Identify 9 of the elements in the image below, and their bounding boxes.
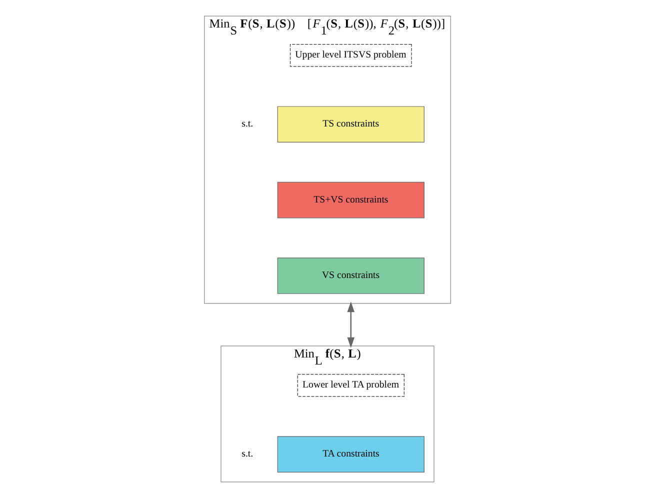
arrow bbox=[347, 302, 355, 348]
node-box: Upper level ITSVS problem bbox=[290, 44, 412, 67]
node-box: TA constraints bbox=[277, 436, 424, 472]
node-box: Lower level TA problem bbox=[297, 374, 404, 397]
node-box: TS constraints bbox=[277, 106, 424, 142]
label: s.t. bbox=[242, 118, 254, 130]
label: s.t. bbox=[242, 448, 254, 460]
node-box: VS constraints bbox=[277, 258, 424, 294]
node-box: TS+VS constraints bbox=[277, 182, 424, 218]
